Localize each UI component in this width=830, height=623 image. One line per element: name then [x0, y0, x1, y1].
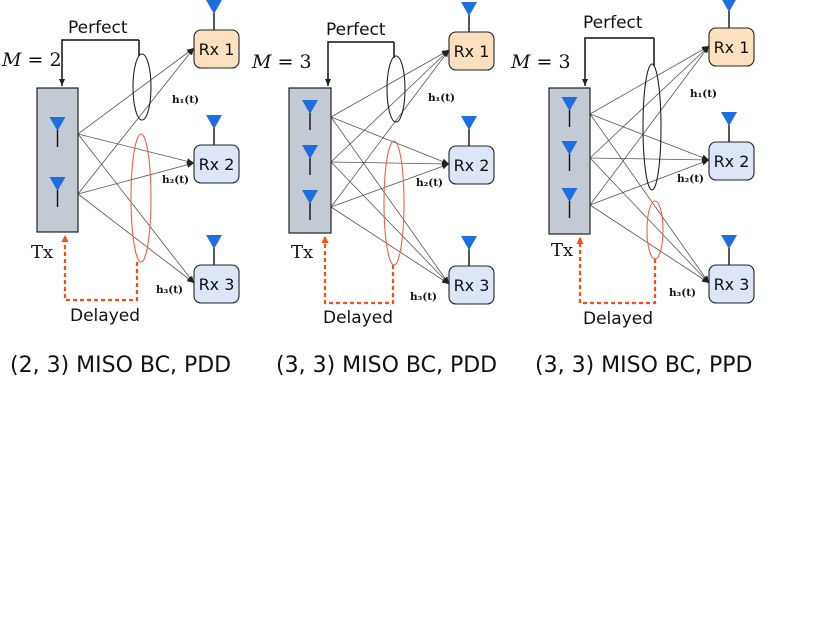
receiver-label: Rx 2	[714, 152, 750, 171]
receiver-2: Rx 2	[448, 116, 495, 185]
channel-links	[77, 47, 195, 284]
tx-antenna-icon	[561, 141, 578, 171]
perfect-label: Perfect	[326, 20, 386, 40]
delayed-channel-ellipse	[383, 140, 405, 266]
antenna-count-label: M = 3	[510, 51, 571, 73]
channel-label: h₁(t)	[690, 88, 717, 100]
receiver-label: Rx 3	[714, 275, 750, 294]
channel-label: h₁(t)	[428, 92, 455, 104]
channel-links	[330, 49, 450, 285]
rx-antenna-icon	[206, 0, 222, 30]
tx-antenna-icon	[49, 177, 66, 207]
channel-label: h₁(t)	[172, 94, 199, 106]
rx-antenna-icon	[461, 236, 477, 266]
channel-label: h₃(t)	[156, 284, 183, 296]
tx-label: Tx	[31, 242, 53, 263]
perfect-label: Perfect	[68, 18, 128, 38]
receiver-label: Rx 3	[454, 276, 490, 295]
delayed-label: Delayed	[583, 309, 653, 329]
receiver-3: Rx 3	[708, 235, 755, 304]
perfect-feedback-line	[59, 39, 139, 86]
tx-antenna-icon	[302, 190, 318, 220]
rx-antenna-icon	[722, 0, 736, 28]
tx-label: Tx	[551, 240, 573, 261]
receiver-2: Rx 2	[193, 115, 240, 184]
receiver-label: Rx 1	[714, 38, 750, 57]
receiver-3: Rx 3	[193, 235, 240, 304]
panel-caption: (3, 3) MISO BC, PDD	[276, 353, 497, 378]
channel-label: h₂(t)	[677, 173, 704, 185]
panel-2: Perfect M = 3 Delayed Tx Rx 1 Rx 2 Rx 3 h₁(t) h₂…	[251, 2, 497, 378]
rx-antenna-icon	[461, 116, 477, 146]
panel-caption: (2, 3) MISO BC, PDD	[10, 353, 231, 378]
receiver-label: Rx 1	[454, 42, 490, 61]
rx-antenna-icon	[461, 2, 477, 32]
channel-label: h₂(t)	[416, 177, 443, 189]
delayed-label: Delayed	[323, 308, 393, 328]
receiver-2: Rx 2	[708, 112, 755, 181]
delayed-channel-ellipse	[130, 133, 152, 263]
perfect-channel-ellipse	[642, 63, 662, 191]
delayed-feedback-line	[61, 235, 139, 302]
tx-label: Tx	[291, 242, 313, 263]
perfect-label: Perfect	[583, 13, 643, 33]
rx-antenna-icon	[206, 115, 222, 145]
delayed-feedback-line	[576, 237, 657, 305]
tx-antenna-icon	[561, 97, 578, 127]
perfect-channel-ellipse	[386, 55, 406, 123]
antenna-count-label: M = 2	[1, 49, 62, 71]
receiver-label: Rx 3	[199, 275, 235, 294]
receiver-label: Rx 2	[199, 155, 235, 174]
channel-links	[589, 45, 710, 284]
tx-antenna-icon	[302, 100, 318, 130]
panel-caption: (3, 3) MISO BC, PPD	[535, 353, 752, 378]
receiver-1: Rx 1	[193, 0, 240, 69]
delayed-feedback-line	[321, 236, 395, 305]
perfect-channel-ellipse	[132, 53, 152, 121]
perfect-feedback-line	[582, 37, 654, 86]
rx-antenna-icon	[721, 235, 737, 265]
rx-antenna-icon	[206, 235, 222, 265]
tx-antenna-icon	[561, 188, 578, 218]
panel-3: Perfect M = 3 Delayed Tx Rx 1 Rx 2 Rx 3 h₁(t) h₂…	[510, 0, 755, 378]
channel-label: h₃(t)	[410, 291, 437, 303]
perfect-feedback-line	[325, 41, 394, 86]
tx-antenna-icon	[302, 145, 318, 175]
receiver-3: Rx 3	[448, 236, 495, 305]
receiver-label: Rx 1	[199, 40, 235, 59]
receiver-1: Rx 1	[448, 2, 495, 71]
channel-label: h₃(t)	[669, 287, 696, 299]
antenna-count-label: M = 3	[251, 51, 312, 73]
receiver-label: Rx 2	[454, 156, 490, 175]
delayed-channel-ellipse	[646, 200, 664, 260]
channel-label: h₂(t)	[162, 174, 189, 186]
delayed-label: Delayed	[70, 306, 140, 326]
transmitter-box	[36, 87, 79, 233]
receiver-1: Rx 1	[708, 0, 755, 67]
tx-antenna-icon	[49, 117, 66, 147]
rx-antenna-icon	[721, 112, 737, 142]
panel-1: Perfect M = 2 Delayed Tx Rx 1 Rx 2 Rx 3 h₁(t) h₂…	[1, 0, 240, 378]
